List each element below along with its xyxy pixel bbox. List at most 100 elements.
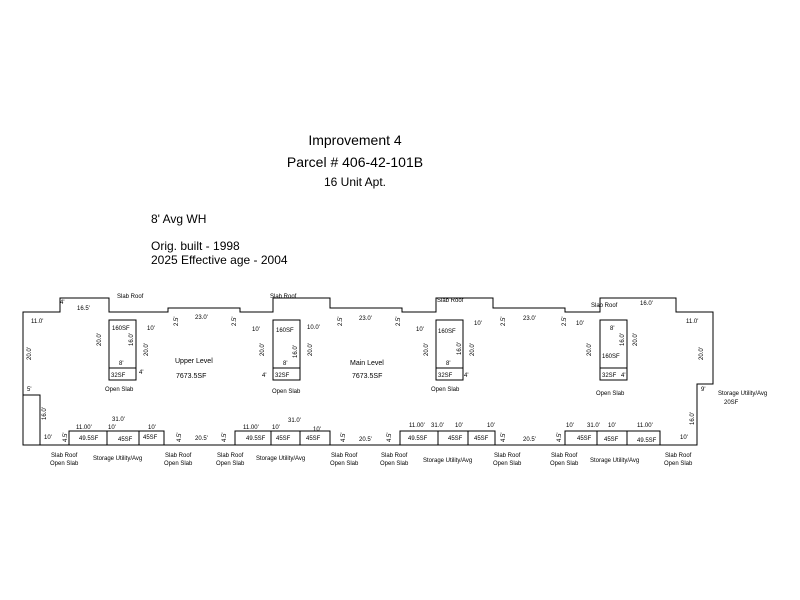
dim-4-5-vertical: 4.5'	[501, 433, 507, 443]
dim-2-5-vertical: 2.5'	[232, 317, 238, 327]
dim-10: 10.0'	[307, 325, 320, 331]
building-outline	[22, 297, 714, 446]
dim-10: 10'	[147, 326, 155, 332]
dim-2-5-vertical: 2.5'	[396, 317, 402, 327]
slab-roof-label: Slab Roof	[381, 453, 408, 459]
dim-31: 31.0'	[288, 418, 301, 424]
dim-16-vertical: 16.0'	[42, 407, 48, 420]
dim-16-vertical: 16.0'	[129, 333, 135, 346]
area-49-5sf: 49.5SF	[637, 438, 657, 444]
dim-10: 10'	[576, 321, 584, 327]
open-slab-label: Open Slab	[493, 461, 522, 467]
dim-23: 23.0'	[523, 316, 536, 322]
dim-4: 4'	[262, 373, 266, 379]
dim-8: 8'	[119, 361, 123, 367]
property-description: 16 Unit Apt.	[323, 175, 387, 189]
dim-10: 10'	[44, 435, 52, 441]
open-slab-box-4	[599, 319, 628, 381]
dim-4-5-vertical: 4.5'	[387, 433, 393, 443]
dim-16-vertical: 16.0'	[293, 345, 299, 358]
open-slab-label: Open Slab	[596, 391, 625, 397]
storage-utility-label: Storage Utility/Avg	[718, 391, 767, 397]
main-level-label: Main Level	[350, 360, 384, 367]
upper-level-label: Upper Level	[175, 358, 213, 365]
dim-8: 8'	[446, 361, 450, 367]
open-slab-box-1	[108, 319, 137, 381]
storage-utility-label: Storage Utility/Avg	[93, 456, 142, 462]
dim-16-vertical: 16.0'	[620, 333, 626, 346]
dim-10: 10'	[566, 423, 574, 429]
dim-10: 10'	[416, 327, 424, 333]
open-slab-label: Open Slab	[272, 389, 301, 395]
area-45sf: 45SF	[474, 436, 489, 442]
dim-5: 5'	[27, 387, 31, 393]
storage-strip-4	[564, 430, 661, 446]
open-slab-label: Open Slab	[664, 461, 693, 467]
open-slab-label: Open Slab	[216, 461, 245, 467]
dim-10: 10'	[474, 321, 482, 327]
slab-roof-label: Slab Roof	[665, 453, 692, 459]
dim-20-vertical: 20.0'	[308, 343, 314, 356]
slab-roof-label: Slab Roof	[165, 453, 192, 459]
slab-roof-label: Slab Roof	[331, 453, 358, 459]
dim-16-vertical: 16.0'	[690, 412, 696, 425]
main-level-area: 7673.5SF	[352, 373, 382, 380]
dim-2-5-vertical: 2.5'	[338, 317, 344, 327]
open-slab-label: Open Slab	[164, 461, 193, 467]
dim-11: 11.0'	[686, 319, 698, 325]
dim-2-5-vertical: 2.5'	[501, 317, 507, 327]
dim-10: 10'	[313, 427, 321, 433]
dim-31: 31.0'	[587, 423, 600, 429]
slab-roof-label: Slab Roof	[437, 298, 464, 304]
area-45sf: 45SF	[604, 437, 619, 443]
open-slab-label: Open Slab	[105, 387, 134, 393]
dim-10: 10'	[487, 423, 495, 429]
dim-8: 8'	[610, 326, 614, 332]
dim-10: 10'	[608, 423, 616, 429]
dim-11-00: 11.00'	[76, 425, 92, 431]
dim-11: 11.0'	[31, 319, 43, 325]
effective-age-note: 2025 Effective age - 2004	[151, 253, 288, 267]
area-160sf: 160SF	[438, 329, 456, 335]
dim-20-vertical: 20.0'	[144, 343, 150, 356]
dim-11-00: 11.00'	[409, 423, 425, 429]
slab-roof-label: Slab Roof	[270, 294, 297, 300]
dim-23: 23.0'	[359, 316, 372, 322]
dim-2-5-vertical: 2.5'	[562, 317, 568, 327]
upper-level-area: 7673.5SF	[176, 373, 206, 380]
area-49-5sf: 49.5SF	[79, 436, 99, 442]
wall-height-note: 8' Avg WH	[151, 212, 207, 226]
area-160sf: 160SF	[276, 328, 294, 334]
open-slab-label: Open Slab	[431, 387, 460, 393]
dim-4: 4'	[464, 373, 468, 379]
dim-11-00: 11.00'	[637, 423, 653, 429]
storage-utility-label: Storage Utility/Avg	[256, 456, 305, 462]
dim-20-vertical: 20.0'	[470, 343, 476, 356]
dim-16-5: 16.5'	[77, 306, 90, 312]
open-slab-box-3	[435, 319, 464, 381]
dim-11-00: 11.00'	[243, 425, 259, 431]
dim-16-vertical: 16.0'	[457, 342, 463, 355]
storage-utility-label: Storage Utility/Avg	[590, 458, 639, 464]
slab-roof-label: Slab Roof	[551, 453, 578, 459]
dim-2-5-vertical: 2.5'	[174, 317, 180, 327]
area-45sf: 45SF	[577, 436, 592, 442]
area-45sf: 45SF	[276, 436, 291, 442]
storage-utility-label: Storage Utility/Avg	[423, 458, 472, 464]
area-32sf: 32SF	[438, 373, 453, 379]
area-160sf: 160SF	[112, 326, 130, 332]
dim-20-5: 20.5'	[523, 437, 536, 443]
dim-10: 10'	[680, 435, 688, 441]
area-32sf: 32SF	[602, 373, 617, 379]
dim-20-5: 20.5'	[359, 437, 372, 443]
area-32sf: 32SF	[111, 373, 126, 379]
dim-4-5-vertical: 4.5'	[341, 433, 347, 443]
dim-9: 9'	[701, 387, 705, 393]
dim-23: 23.0'	[195, 315, 208, 321]
area-32sf: 32SF	[275, 373, 290, 379]
dim-10: 10'	[252, 327, 260, 333]
area-49-5sf: 49.5SF	[408, 436, 428, 442]
dim-8: 8'	[283, 361, 287, 367]
